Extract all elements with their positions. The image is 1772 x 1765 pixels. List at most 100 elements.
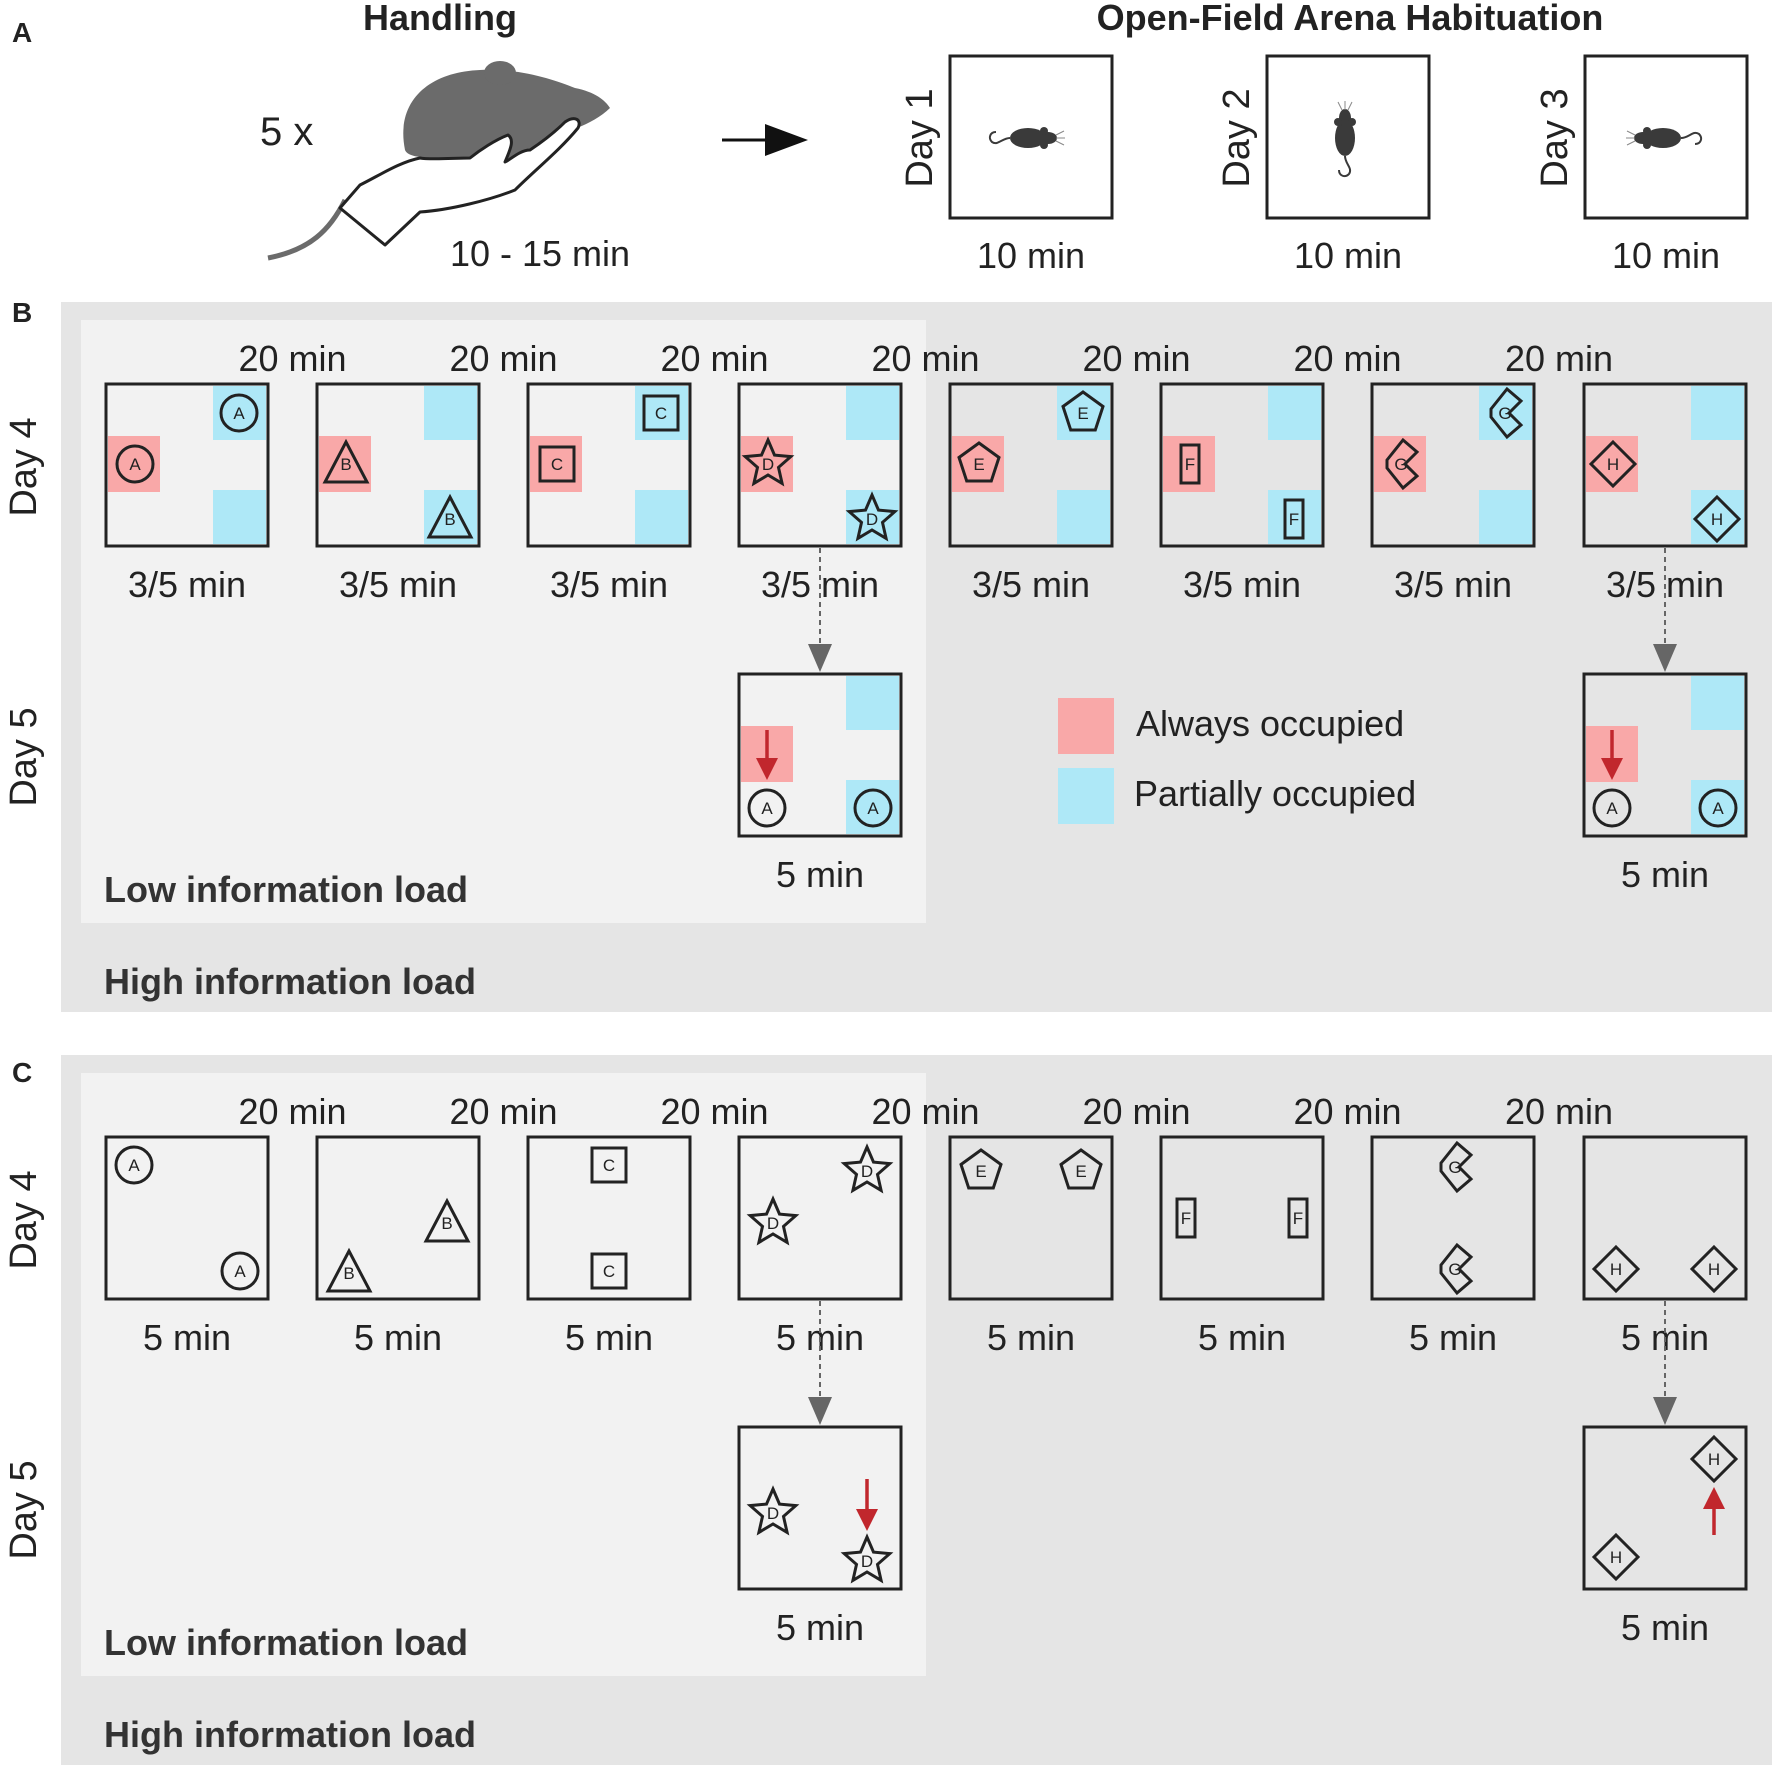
star-object-shape <box>746 1195 800 1246</box>
interval-label: 20 min <box>1293 1091 1401 1132</box>
day4-label: Day 4 <box>3 1170 45 1269</box>
rectangle-object-shape <box>1283 498 1305 540</box>
object-letter: G <box>1394 455 1407 474</box>
handling-title: Handling <box>363 0 517 38</box>
trial-arena <box>1370 1135 1536 1301</box>
object-letter: D <box>861 1162 873 1181</box>
object-letter: F <box>1293 1209 1303 1228</box>
red-arrow-down-icon <box>1601 730 1623 780</box>
object-letter: C <box>655 404 667 423</box>
object-G-chevron: G <box>1489 386 1524 440</box>
object-letter: A <box>1712 799 1724 818</box>
star-object-shape <box>746 1485 800 1536</box>
object-H-diamond: H <box>1591 1532 1641 1582</box>
triangle-object-shape <box>322 438 370 484</box>
object-letter: E <box>975 1162 986 1181</box>
chevron-object-shape <box>1439 1242 1474 1296</box>
low-information-load-background <box>81 1073 926 1676</box>
object-letter: G <box>1448 1158 1461 1177</box>
mouse-tail <box>988 131 1011 145</box>
test-arena <box>737 672 903 838</box>
trial-duration: 3/5 min <box>972 564 1090 605</box>
rectangle-object-shape <box>1179 443 1201 485</box>
red-arrow-down-icon <box>756 730 778 780</box>
always-occupied-zone <box>1586 436 1638 492</box>
object-letter: D <box>767 1214 779 1233</box>
trial-duration: 3/5 min <box>1394 564 1512 605</box>
trial-arena <box>1582 1135 1748 1301</box>
trial-duration: 5 min <box>1198 1317 1286 1358</box>
circle-object-shape <box>1698 788 1738 828</box>
trial-F: F F 5 min <box>1159 1135 1325 1358</box>
mouse-tail <box>1338 155 1352 178</box>
chevron-object-shape <box>1439 1140 1474 1194</box>
partially-occupied-zone <box>1479 490 1532 544</box>
trial-arena <box>737 382 903 548</box>
diamond-object-shape <box>1591 1244 1641 1294</box>
object-A-circle: A <box>219 393 259 433</box>
object-letter: B <box>340 455 351 474</box>
mouse-in-hand-illustration <box>267 61 610 261</box>
test-duration: 5 min <box>1621 854 1709 895</box>
object-A-circle: A <box>853 788 893 828</box>
object-H-diamond: H <box>1591 1244 1641 1294</box>
object-letter: F <box>1181 1209 1191 1228</box>
day5-label: Day 5 <box>3 707 45 806</box>
object-A-circle: A <box>747 788 787 828</box>
dashed-down-arrow-icon <box>808 548 832 672</box>
habituation-duration: 10 min <box>1612 235 1720 276</box>
mouse-ear <box>1334 118 1342 126</box>
mouse-tail <box>1680 131 1703 145</box>
interval-label: 20 min <box>660 1091 768 1132</box>
red-arrow-up-icon <box>1703 1487 1725 1535</box>
object-letter: H <box>1610 1548 1622 1567</box>
interval-label: 20 min <box>1293 338 1401 379</box>
trial-C: C C 3/5 min <box>526 382 692 605</box>
object-letter: G <box>1448 1260 1461 1279</box>
object-C-square: C <box>538 445 576 483</box>
object-letter: E <box>1075 1162 1086 1181</box>
handling-duration: 10 - 15 min <box>450 233 630 274</box>
mouse-whiskers <box>1626 130 1636 146</box>
panel-letter-a: A <box>12 17 32 48</box>
object-letter: A <box>234 1262 246 1281</box>
circle-object-shape <box>853 788 893 828</box>
trial-A: AA3/5 min <box>104 382 270 605</box>
object-D-star: D <box>741 436 795 487</box>
square-object-shape <box>590 1146 628 1184</box>
mouse-whiskers <box>1337 101 1353 111</box>
mouse-head <box>1634 132 1652 144</box>
trial-arena <box>526 382 692 548</box>
object-C-square: C <box>590 1252 628 1290</box>
trial-arena <box>104 1135 270 1301</box>
dashed-down-arrow-icon <box>1653 1301 1677 1425</box>
interval-label: 20 min <box>1505 1091 1613 1132</box>
trial-arena <box>1370 382 1536 548</box>
interval-label: 20 min <box>238 1091 346 1132</box>
circle-object-shape <box>219 393 259 433</box>
test-duration: 5 min <box>776 1607 864 1648</box>
trial-G: GG5 min <box>1370 1135 1536 1358</box>
partially-occupied-zone <box>1057 490 1110 544</box>
mouse-head <box>1039 132 1057 144</box>
object-C-square: C <box>642 394 680 432</box>
object-letter: A <box>129 455 141 474</box>
mouse-whiskers <box>1055 130 1065 146</box>
trial-duration: 3/5 min <box>550 564 668 605</box>
square-object-shape <box>538 445 576 483</box>
test-trial-2: HH5 min <box>1582 1301 1748 1648</box>
pentagon-object-shape <box>1061 390 1105 432</box>
partially-occupied-zone <box>846 386 899 440</box>
legend-always-swatch <box>1058 698 1114 754</box>
mouse-ear <box>484 61 516 85</box>
object-F-rect: F <box>1179 443 1201 485</box>
object-F-rect: F <box>1287 1197 1309 1239</box>
interval-label: 20 min <box>1082 338 1190 379</box>
panel-letter-b: B <box>12 297 32 328</box>
object-G-chevron: G <box>1439 1242 1474 1296</box>
red-arrow-head <box>1703 1487 1725 1509</box>
